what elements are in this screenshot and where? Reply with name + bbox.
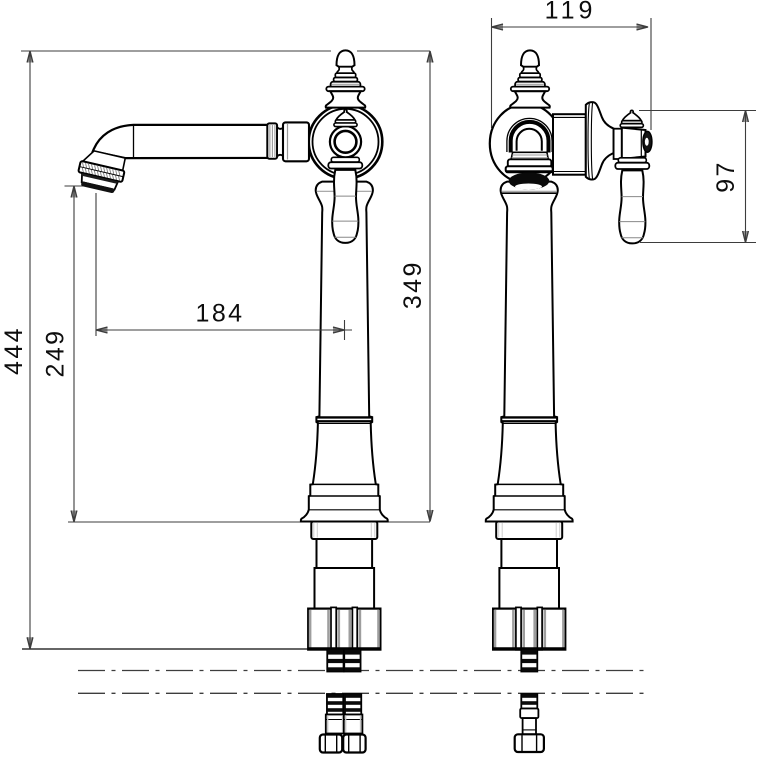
svg-text:349: 349 (399, 260, 427, 309)
svg-text:249: 249 (42, 329, 70, 378)
svg-text:97: 97 (712, 160, 740, 193)
svg-text:444: 444 (0, 326, 28, 375)
svg-text:184: 184 (196, 300, 245, 328)
svg-text:119: 119 (545, 0, 597, 25)
